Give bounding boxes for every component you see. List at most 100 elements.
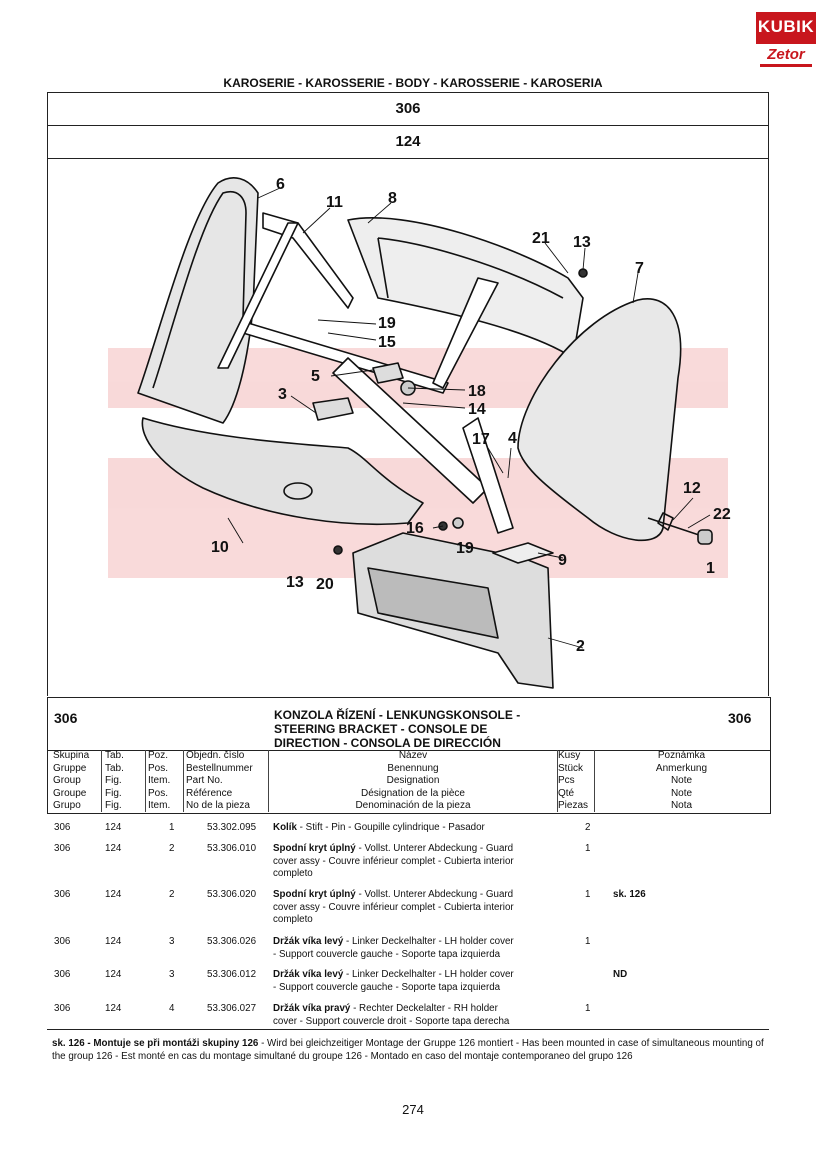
row-partno: 53.306.012 (207, 969, 257, 980)
callout-13b: 13 (286, 574, 304, 591)
col-label: Bestellnummer (186, 762, 253, 774)
row-group: 306 (54, 936, 71, 947)
callout-19: 19 (378, 315, 396, 332)
row-partno: 53.306.010 (207, 843, 257, 854)
row-qty: 1 (585, 1003, 591, 1014)
col-label: Piezas (558, 800, 589, 811)
col-label: Fig. (105, 775, 122, 786)
callout-16: 16 (406, 520, 424, 537)
col-label: Skupina (53, 750, 90, 761)
footnote-bold: sk. 126 - Montuje se při montáži skupiny… (52, 1038, 259, 1049)
row-fig: 124 (105, 1003, 122, 1014)
col-label: Objedn. číslo (186, 750, 245, 761)
col-label: Poznámka (657, 750, 706, 761)
col-label: Item. (148, 800, 171, 811)
row-designation-bold: Držák víka levý (273, 936, 344, 947)
callout-8: 8 (388, 190, 397, 207)
callout-15: 15 (378, 334, 396, 351)
col-label: Grupo (53, 800, 81, 811)
col-label: Tab. (105, 750, 124, 761)
col-divider (557, 750, 558, 812)
column-header-frame (47, 749, 771, 814)
callout-7: 7 (635, 260, 644, 277)
callout-3: 3 (278, 386, 287, 403)
col-divider (145, 750, 146, 812)
row-designation: Kolík - Stift - Pin - Goupille cylindriq… (273, 822, 559, 835)
row-group: 306 (54, 843, 71, 854)
row-designation-bold: Kolík (273, 822, 297, 833)
row-pos: 1 (169, 822, 175, 833)
callout-18: 18 (468, 383, 486, 400)
row-qty: 2 (585, 822, 591, 833)
page-number: 274 (402, 1102, 424, 1117)
footnote-text: - Wird bei gleichzeitiger Montage der Gr… (52, 1038, 764, 1062)
col-label: Kusy (558, 750, 581, 761)
callout-13: 13 (573, 234, 591, 251)
row-designation-bold: Držák víka pravý (273, 1003, 351, 1014)
row-qty: 1 (585, 843, 591, 854)
row-designation-rest: - Stift - Pin - Goupille cylindrique - P… (296, 822, 485, 833)
row-pos: 2 (169, 889, 175, 900)
row-designation-bold: Spodní kryt úplný (273, 843, 356, 854)
row-designation: Držák víka levý - Linker Deckelhalter - … (273, 936, 559, 961)
row-designation-bold: Spodní kryt úplný (273, 889, 356, 900)
callout-17: 17 (472, 431, 490, 448)
col-label: Note (670, 787, 693, 799)
col-label: Désignation de la pièce (361, 787, 465, 799)
row-pos: 3 (169, 936, 175, 947)
callout-6: 6 (276, 176, 285, 193)
row-designation-line: cover assy - Couvre inférieur complet - … (273, 901, 514, 913)
row-designation: Spodní kryt úplný - Vollst. Unterer Abde… (273, 843, 559, 881)
col-label: Stück (558, 762, 584, 774)
col-divider (101, 750, 102, 812)
row-designation-rest: - Linker Deckelhalter - LH holder cover (343, 936, 514, 947)
col-pos: Poz.Pos.Item.Pos.Item. (148, 750, 170, 812)
col-divider (183, 750, 184, 812)
row-designation-rest: - Linker Deckelhalter - LH holder cover (343, 969, 514, 980)
callout-20: 20 (316, 576, 334, 593)
row-partno: 53.302.095 (207, 822, 257, 833)
col-label: Pcs (558, 775, 575, 786)
part-title: KONZOLA ŘÍZENÍ - LENKUNGSKONSOLE - STEER… (274, 708, 554, 750)
group-box: 306 (47, 92, 769, 126)
group-number: 306 (395, 100, 421, 117)
row-pos: 3 (169, 969, 175, 980)
col-label: Pos. (148, 762, 169, 774)
figure-box: 124 (47, 125, 769, 159)
row-designation-line: - Support couvercle gauche - Soporte tap… (273, 948, 501, 960)
row-pos: 4 (169, 1003, 175, 1014)
callout-12: 12 (683, 480, 701, 497)
row-group: 306 (54, 822, 71, 833)
col-fig: Tab.Tab.Fig.Fig.Fig. (105, 750, 124, 812)
col-label: Nota (670, 800, 693, 811)
callout-5: 5 (311, 368, 320, 385)
row-designation-line: completo (273, 914, 313, 925)
row-partno: 53.306.020 (207, 889, 257, 900)
col-label: Group (53, 775, 81, 786)
callout-10: 10 (211, 539, 229, 556)
row-designation-rest: - Vollst. Unterer Abdeckung - Guard (355, 889, 514, 900)
row-designation-rest: - Rechter Deckelalter - RH holder (350, 1003, 498, 1014)
row-group: 306 (54, 1003, 71, 1014)
group-right: 306 (728, 710, 752, 726)
callout-2: 2 (576, 638, 585, 655)
logo-sub: Zetor (760, 46, 812, 67)
row-note: ND (613, 969, 628, 980)
col-label: Denominación de la pieza (355, 800, 471, 811)
divider (47, 1029, 769, 1030)
row-qty: 1 (585, 889, 591, 900)
callout-22: 22 (713, 506, 731, 523)
col-label: Item. (148, 775, 171, 786)
row-group: 306 (54, 969, 71, 980)
col-label: Anmerkung (655, 762, 708, 774)
callout-21: 21 (532, 230, 550, 247)
row-fig: 124 (105, 889, 122, 900)
callout-14: 14 (468, 401, 486, 418)
col-label: Fig. (105, 787, 122, 799)
col-divider (594, 750, 595, 812)
row-designation: Držák víka pravý - Rechter Deckelalter -… (273, 1003, 559, 1028)
part-title-line: STEERING BRACKET - CONSOLE DE (274, 722, 488, 736)
col-label: Pos. (148, 787, 169, 799)
group-left: 306 (54, 710, 78, 726)
